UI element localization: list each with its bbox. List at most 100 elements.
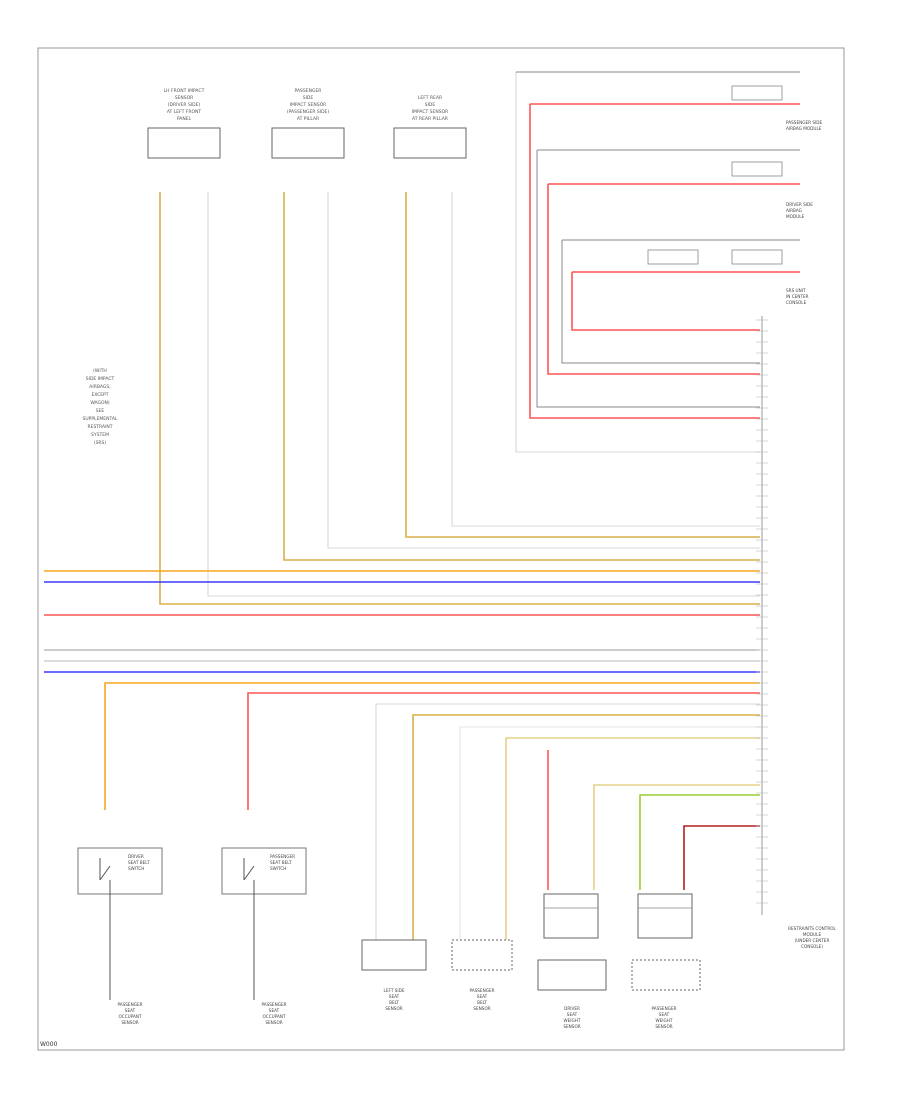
left-side-belt-sensor: LEFT SIDE SEAT BELT SENSOR [361, 939, 427, 1011]
svg-text:SEAT: SEAT [125, 1008, 136, 1013]
sensor1-label-0: LH FRONT IMPACT [164, 88, 205, 94]
svg-text:SENSOR: SENSOR [265, 1020, 282, 1025]
svg-text:SEAT: SEAT [567, 1012, 578, 1017]
sensor2-label-1: SIDE [303, 95, 314, 101]
svg-text:AIRBAG: AIRBAG [786, 208, 802, 213]
passenger-belt-sensor: PASSENGER SEAT BELT SENSOR [451, 939, 513, 1011]
wire-rm2-a [536, 150, 760, 408]
top-sensor-3 [393, 127, 467, 159]
svg-text:CONSOLE): CONSOLE) [801, 944, 823, 949]
wire-rm3-a [561, 240, 760, 364]
svg-text:MODULE: MODULE [803, 932, 822, 937]
sensor2-label-4: AT PILLAR [297, 116, 319, 122]
svg-text:RESTRAINTS CONTROL: RESTRAINTS CONTROL [788, 926, 836, 931]
wire-left-belt-sensor-2 [412, 714, 760, 940]
footer-label: W000 [40, 1041, 58, 1048]
wire-pass-weight-1 [639, 794, 760, 890]
driver-seat-belt-switch [77, 847, 163, 1000]
sensor2-label-3: (PASSENGER SIDE) [287, 109, 330, 115]
wire-left-belt-sensor [375, 703, 760, 940]
svg-text:SENSOR: SENSOR [563, 1024, 580, 1029]
wire-sensor1-signal [159, 192, 760, 605]
svg-text:DRIVER: DRIVER [128, 854, 144, 859]
control-unit-label: RESTRAINTS CONTROL MODULE (UNDER CENTER … [788, 926, 836, 949]
wire-rm3-b [571, 272, 760, 331]
svg-text:(WITH: (WITH [93, 368, 107, 374]
sensor1-label-1: SENSOR [175, 95, 194, 101]
svg-text:SEAT: SEAT [477, 994, 488, 999]
svg-text:SYSTEM: SYSTEM [91, 432, 109, 438]
svg-text:DRIVER: DRIVER [564, 1006, 580, 1011]
passenger-seat-weight-sensor: PASSENGER SEAT WEIGHT SENSOR [631, 893, 701, 1029]
wire-driver-weight-2 [593, 784, 760, 890]
svg-text:SENSOR: SENSOR [655, 1024, 672, 1029]
svg-text:(UNDER CENTER: (UNDER CENTER [795, 938, 830, 943]
svg-text:IN CENTER: IN CENTER [786, 294, 809, 299]
sensor3-label-0: LEFT REAR [418, 95, 442, 101]
sensor3-label-3: AT REAR PILLAR [412, 116, 448, 122]
svg-text:WEIGHT: WEIGHT [564, 1018, 581, 1023]
svg-text:BELT: BELT [477, 1000, 487, 1005]
svg-text:SRS UNIT: SRS UNIT [786, 288, 806, 293]
sensor3-label-2: IMPACT SENSOR [412, 109, 449, 115]
svg-text:OCCUPANT: OCCUPANT [118, 1014, 141, 1019]
svg-text:SIDE IMPACT: SIDE IMPACT [86, 376, 115, 382]
side-note: (WITH SIDE IMPACT AIRBAGS, EXCEPT WAGON)… [82, 368, 117, 446]
svg-text:SEE: SEE [96, 408, 105, 414]
svg-text:BELT: BELT [389, 1000, 399, 1005]
wire-sensor1-ground [207, 192, 760, 597]
svg-text:EXCEPT: EXCEPT [91, 392, 108, 398]
sensor2-label-0: PASSENGER [295, 88, 322, 94]
svg-text:PASSENGER: PASSENGER [117, 1002, 142, 1007]
svg-text:CONSOLE: CONSOLE [786, 300, 807, 305]
top-sensor-2 [271, 127, 345, 159]
svg-text:SEAT BELT: SEAT BELT [128, 860, 150, 865]
passenger-seat-belt-switch [221, 847, 307, 1000]
svg-text:AIRBAGS,: AIRBAGS, [89, 384, 110, 390]
svg-text:SWITCH: SWITCH [128, 866, 144, 871]
wire-pass-weight-2 [683, 825, 760, 890]
wire-sensor3-signal [405, 192, 760, 538]
svg-text:PASSENGER: PASSENGER [261, 1002, 286, 1007]
wire-driver-switch-feed [104, 682, 760, 810]
wires [44, 71, 800, 940]
wire-sensor3-ground [451, 192, 760, 527]
svg-text:PASSENGER: PASSENGER [469, 988, 494, 993]
svg-text:SEAT: SEAT [269, 1008, 280, 1013]
svg-text:SENSOR: SENSOR [473, 1006, 490, 1011]
sensor1-label-2: (DRIVER SIDE) [168, 102, 201, 108]
wire-rm2-b [547, 184, 760, 375]
wire-passenger-switch-feed [247, 692, 760, 810]
svg-text:DRIVER SIDE: DRIVER SIDE [786, 202, 813, 207]
wire-sensor2-signal [283, 192, 760, 561]
wire-sensor2-ground [327, 192, 760, 549]
wire-pass-belt-sensor [459, 726, 760, 940]
right-module-labels: PASSENGER SIDE AIRBAG MODULE DRIVER SIDE… [786, 120, 822, 305]
sensor1-label-3: AT LEFT FRONT [167, 109, 202, 115]
wire-rm1-b [529, 104, 760, 419]
top-sensor-1 [147, 127, 221, 159]
wire-pass-belt-sensor-2 [505, 737, 760, 940]
svg-text:RESTRAINT: RESTRAINT [87, 424, 112, 430]
sensor1-label-4: PANEL [177, 116, 192, 122]
svg-text:AIRBAG MODULE: AIRBAG MODULE [786, 126, 822, 131]
svg-text:SEAT: SEAT [659, 1012, 670, 1017]
svg-text:SENSOR: SENSOR [385, 1006, 402, 1011]
svg-text:SEAT BELT: SEAT BELT [270, 860, 292, 865]
diagram-frame [37, 47, 845, 1051]
svg-text:PASSENGER SIDE: PASSENGER SIDE [786, 120, 822, 125]
svg-text:(SRS): (SRS) [94, 440, 107, 446]
svg-text:SENSOR: SENSOR [121, 1020, 138, 1025]
svg-text:LEFT SIDE: LEFT SIDE [384, 988, 405, 993]
wire-rm1-a [515, 72, 760, 453]
control-unit-connector [756, 316, 768, 915]
sensor3-label-1: SIDE [425, 102, 436, 108]
svg-text:WAGON): WAGON) [90, 400, 110, 406]
svg-text:OCCUPANT: OCCUPANT [262, 1014, 285, 1019]
svg-text:PASSENGER: PASSENGER [651, 1006, 676, 1011]
svg-text:SWITCH: SWITCH [270, 866, 286, 871]
svg-text:SUPPLEMENTAL: SUPPLEMENTAL [82, 416, 117, 422]
svg-text:WEIGHT: WEIGHT [656, 1018, 673, 1023]
bottom-left-switch-labels: DRIVER SEAT BELT SWITCH PASSENGER SEAT B… [117, 854, 295, 1025]
